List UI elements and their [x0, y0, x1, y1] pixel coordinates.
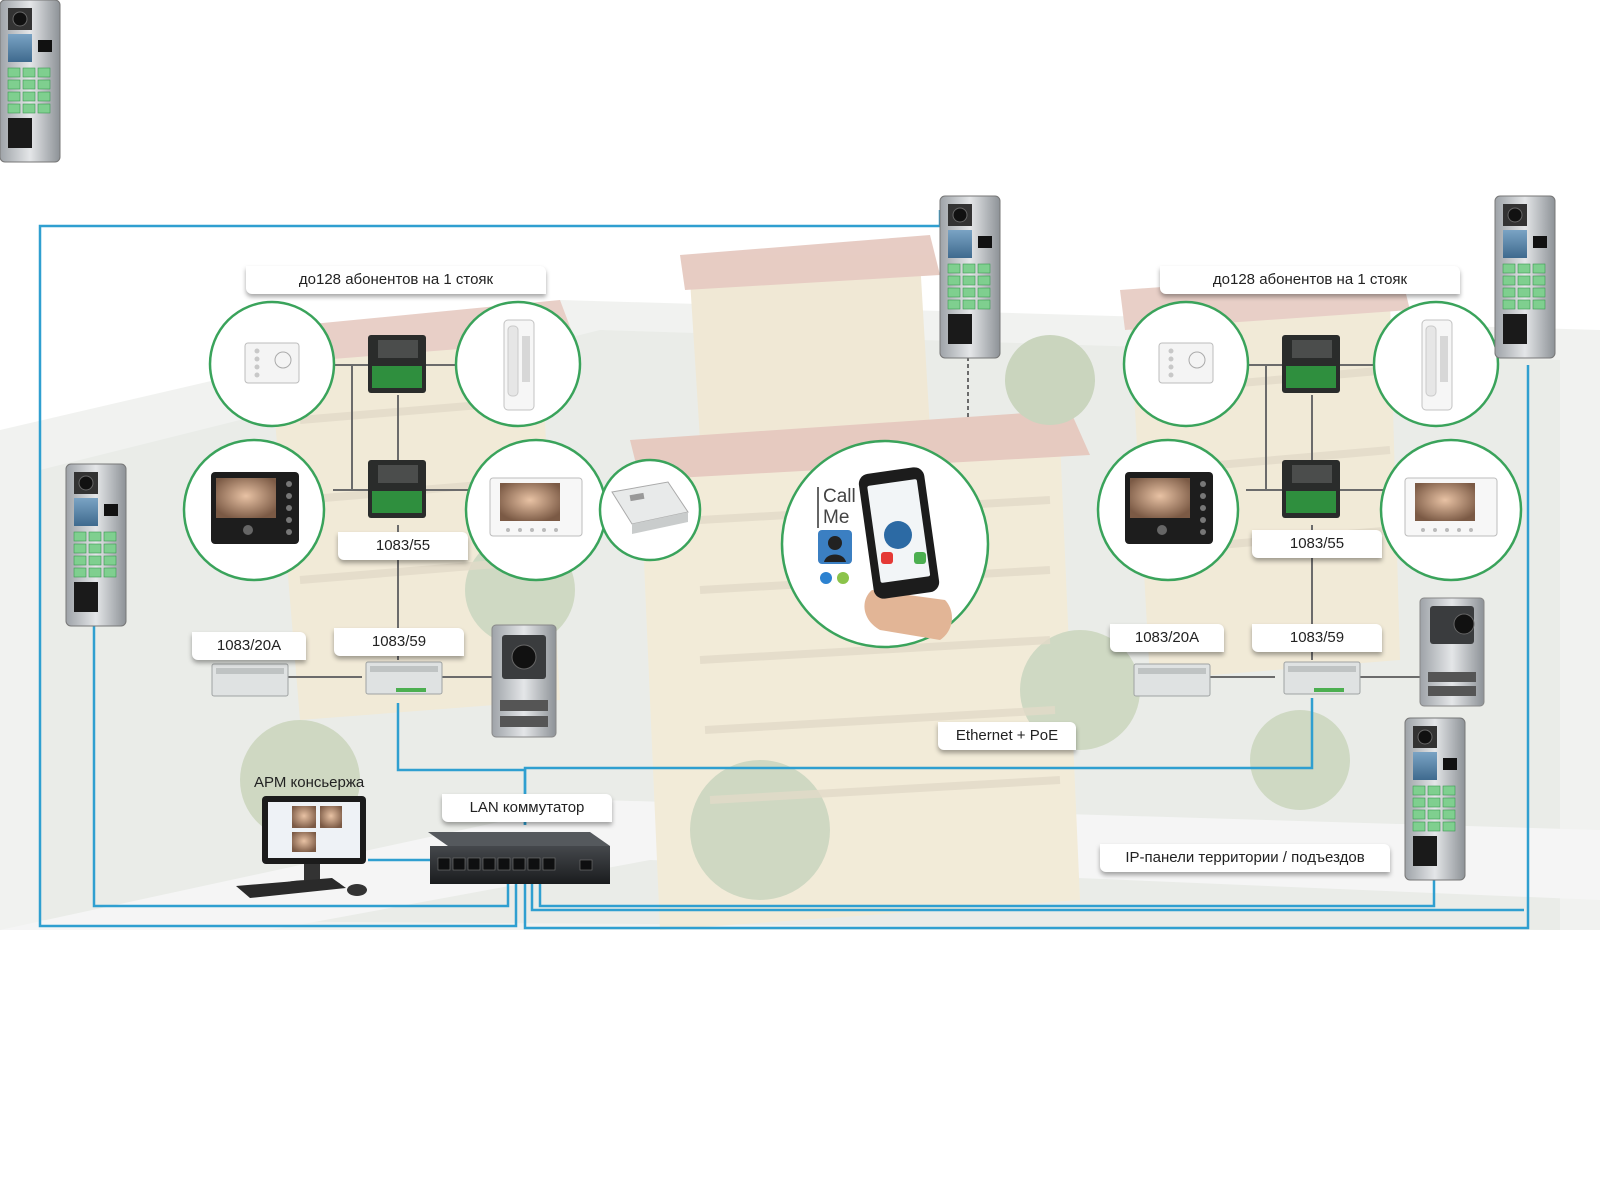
label-gateway-left: 1083/59	[334, 628, 464, 656]
callme-line1: Call	[823, 486, 856, 507]
computer-icon	[236, 796, 367, 898]
label-subscribers-right: до128 абонентов на 1 стояк	[1160, 266, 1460, 294]
callme-line2: Me	[823, 507, 850, 528]
label-distributor-right: 1083/55	[1252, 530, 1382, 558]
label-power-left: 1083/20A	[192, 632, 306, 660]
video-monitor-icon	[489, 477, 583, 537]
video-monitor-icon	[211, 472, 299, 544]
audio-handset-icon	[503, 319, 535, 411]
ip-intercom-panel-icon	[939, 195, 1001, 359]
ip-intercom-panel-icon	[1494, 195, 1556, 359]
audio-handset-icon	[1421, 319, 1453, 411]
ip-intercom-panel-icon	[65, 463, 127, 627]
label-ethernet-poe: Ethernet + PoE	[938, 722, 1076, 750]
label-gateway-right: 1083/59	[1252, 624, 1382, 652]
label-distributor-left: 1083/55	[338, 532, 468, 560]
video-monitor-icon	[1125, 472, 1213, 544]
handsfree-intercom-icon	[244, 342, 300, 384]
power-supply-icon	[211, 661, 1361, 697]
label-subscribers-left: до128 абонентов на 1 стояк	[246, 266, 546, 294]
smartphone-icon	[858, 467, 952, 640]
ip-intercom-panel-icon	[1404, 717, 1466, 881]
label-ip-panels: IP-панели территории / подъездов	[1100, 844, 1390, 872]
door-panel-icon	[491, 597, 1485, 738]
callme-app-name: Call Me	[823, 486, 856, 528]
distributor-icon	[368, 335, 1340, 518]
label-concierge: АРМ консьержа	[254, 774, 365, 791]
ip-intercom-panel-icon	[0, 0, 61, 163]
callme-app-icon	[817, 487, 852, 584]
label-power-right: 1083/20A	[1110, 624, 1224, 652]
lan-switch-icon	[428, 832, 610, 884]
label-lan-switch: LAN коммутатор	[442, 794, 612, 822]
video-monitor-icon	[1404, 477, 1498, 537]
din-module-icon	[611, 481, 689, 534]
handsfree-intercom-icon	[1158, 342, 1214, 384]
